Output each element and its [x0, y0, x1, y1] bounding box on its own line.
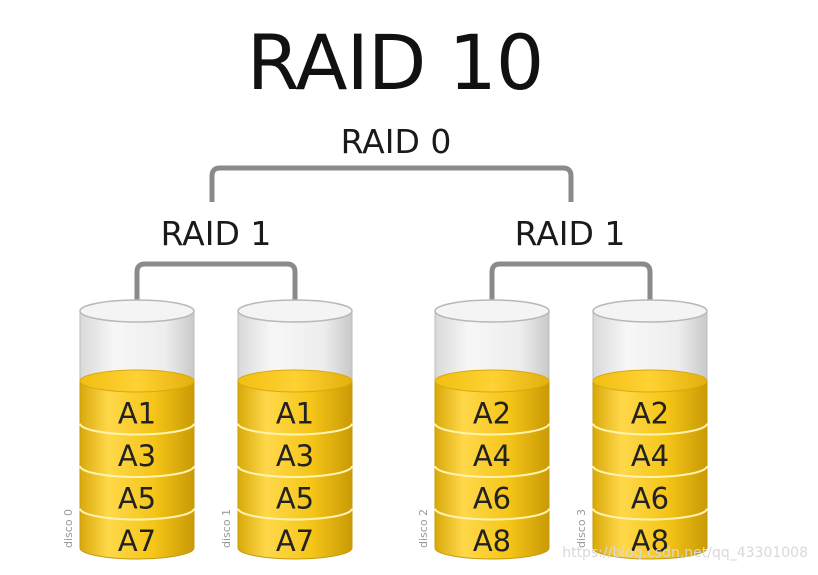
- block-divider: [79, 465, 195, 478]
- disk-name-label: disco 0: [62, 509, 75, 548]
- disk-name-label: disco 1: [220, 509, 233, 548]
- block-label: A3: [276, 439, 314, 473]
- disk-data-area: [592, 380, 708, 560]
- block-divider: [237, 423, 353, 436]
- block-label: A4: [473, 439, 511, 473]
- disk-top-rim: [79, 299, 195, 323]
- block-divider: [79, 423, 195, 436]
- block-label: A2: [473, 396, 511, 430]
- disk-data-surface: [592, 369, 708, 393]
- block-label: A5: [118, 481, 156, 515]
- raid0-connector: [209, 165, 574, 202]
- block-divider: [434, 508, 550, 521]
- disk-name-label: disco 2: [417, 509, 430, 548]
- block-divider: [592, 508, 708, 521]
- block-label: A1: [276, 396, 314, 430]
- disk-top-rim: [434, 299, 550, 323]
- block-divider: [79, 508, 195, 521]
- raid1-connector-left: [134, 261, 298, 307]
- disk-name-label: disco 3: [575, 509, 588, 548]
- block-label: A1: [118, 396, 156, 430]
- disk-top-rim: [592, 299, 708, 323]
- block-label: A2: [631, 396, 669, 430]
- block-divider: [592, 423, 708, 436]
- block-label: A7: [118, 524, 156, 558]
- disk-top-rim: [237, 299, 353, 323]
- disk-data-surface: [237, 369, 353, 393]
- disk-data-surface: [79, 369, 195, 393]
- block-label: A6: [631, 481, 669, 515]
- connector-lines: [134, 165, 653, 307]
- raid1-label-right: RAID 1: [514, 214, 626, 253]
- diagram-title: RAID 10: [246, 18, 545, 107]
- block-label: A8: [473, 524, 511, 558]
- raid1-label-left: RAID 1: [160, 214, 272, 253]
- block-divider: [434, 465, 550, 478]
- disk-data-area: [434, 380, 550, 560]
- watermark: https://blog.csdn.net/qq_43301008: [562, 545, 808, 561]
- block-divider: [592, 465, 708, 478]
- block-label: A7: [276, 524, 314, 558]
- block-label: A8: [631, 524, 669, 558]
- block-divider: [434, 423, 550, 436]
- block-divider: [237, 508, 353, 521]
- raid1-connector-right: [489, 261, 653, 307]
- block-label: A6: [473, 481, 511, 515]
- block-label: A3: [118, 439, 156, 473]
- block-label: A4: [631, 439, 669, 473]
- disk-data-surface: [434, 369, 550, 393]
- disk-data-area: [237, 380, 353, 560]
- block-label: A5: [276, 481, 314, 515]
- raid0-label: RAID 0: [340, 122, 452, 161]
- disk-data-area: [79, 380, 195, 560]
- block-divider: [237, 465, 353, 478]
